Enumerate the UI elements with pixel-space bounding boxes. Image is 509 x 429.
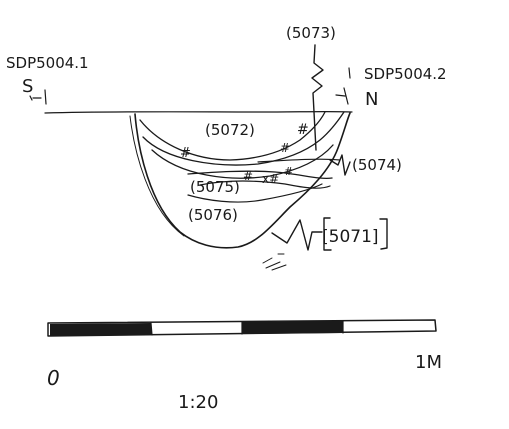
- scale-bar-divider: [150, 320, 344, 336]
- datum-marker-right: [335, 67, 351, 105]
- datum-left-direction: S: [22, 76, 33, 97]
- datum-line: [44, 110, 353, 114]
- scale-bar-segment-black-1: [50, 323, 152, 336]
- stone-scribble: [262, 253, 287, 271]
- datum-left-label: SDP5004.1: [6, 54, 89, 72]
- inclusion-mark: #: [243, 169, 253, 183]
- scale-start-label: 0: [47, 366, 60, 390]
- zigzag-leader-5074: [329, 154, 351, 176]
- scale-bar-segment-black-2: [242, 321, 343, 334]
- context-label-5073: (5073): [286, 24, 336, 42]
- inclusion-mark: x#: [262, 172, 279, 186]
- zigzag-leader-5071: [271, 219, 323, 251]
- scale-bar-outline: [47, 319, 437, 337]
- context-label-5071: [5071]: [322, 227, 379, 247]
- context-label-5076: (5076): [188, 206, 238, 224]
- datum-right-label: SDP5004.2: [364, 65, 447, 83]
- layer-boundary-1: [142, 111, 345, 166]
- scale-ratio-label: 1:20: [178, 392, 218, 413]
- inclusion-mark: #: [180, 146, 191, 161]
- datum-marker-left: [29, 89, 47, 105]
- context-label-5074: (5074): [352, 156, 402, 174]
- scale-bar: [47, 319, 437, 337]
- scale-end-label: 1M: [415, 352, 442, 373]
- inclusion-mark: #: [297, 122, 309, 138]
- layer-boundary-4: [199, 180, 331, 189]
- cut-label-bracket: [323, 217, 388, 251]
- datum-right-direction: N: [365, 89, 378, 110]
- context-label-5075: (5075): [190, 178, 240, 196]
- inclusion-mark: #: [280, 141, 290, 155]
- context-label-5072: (5072): [205, 121, 255, 139]
- cut-inner-line: [129, 115, 185, 237]
- layer-boundary-5: [187, 183, 323, 203]
- inclusion-mark: #: [284, 165, 293, 178]
- layer-5074-leader: [257, 158, 341, 163]
- cut-outline: [134, 112, 351, 249]
- zigzag-leader-5073: [311, 44, 324, 151]
- layer-boundary-3: [187, 170, 333, 180]
